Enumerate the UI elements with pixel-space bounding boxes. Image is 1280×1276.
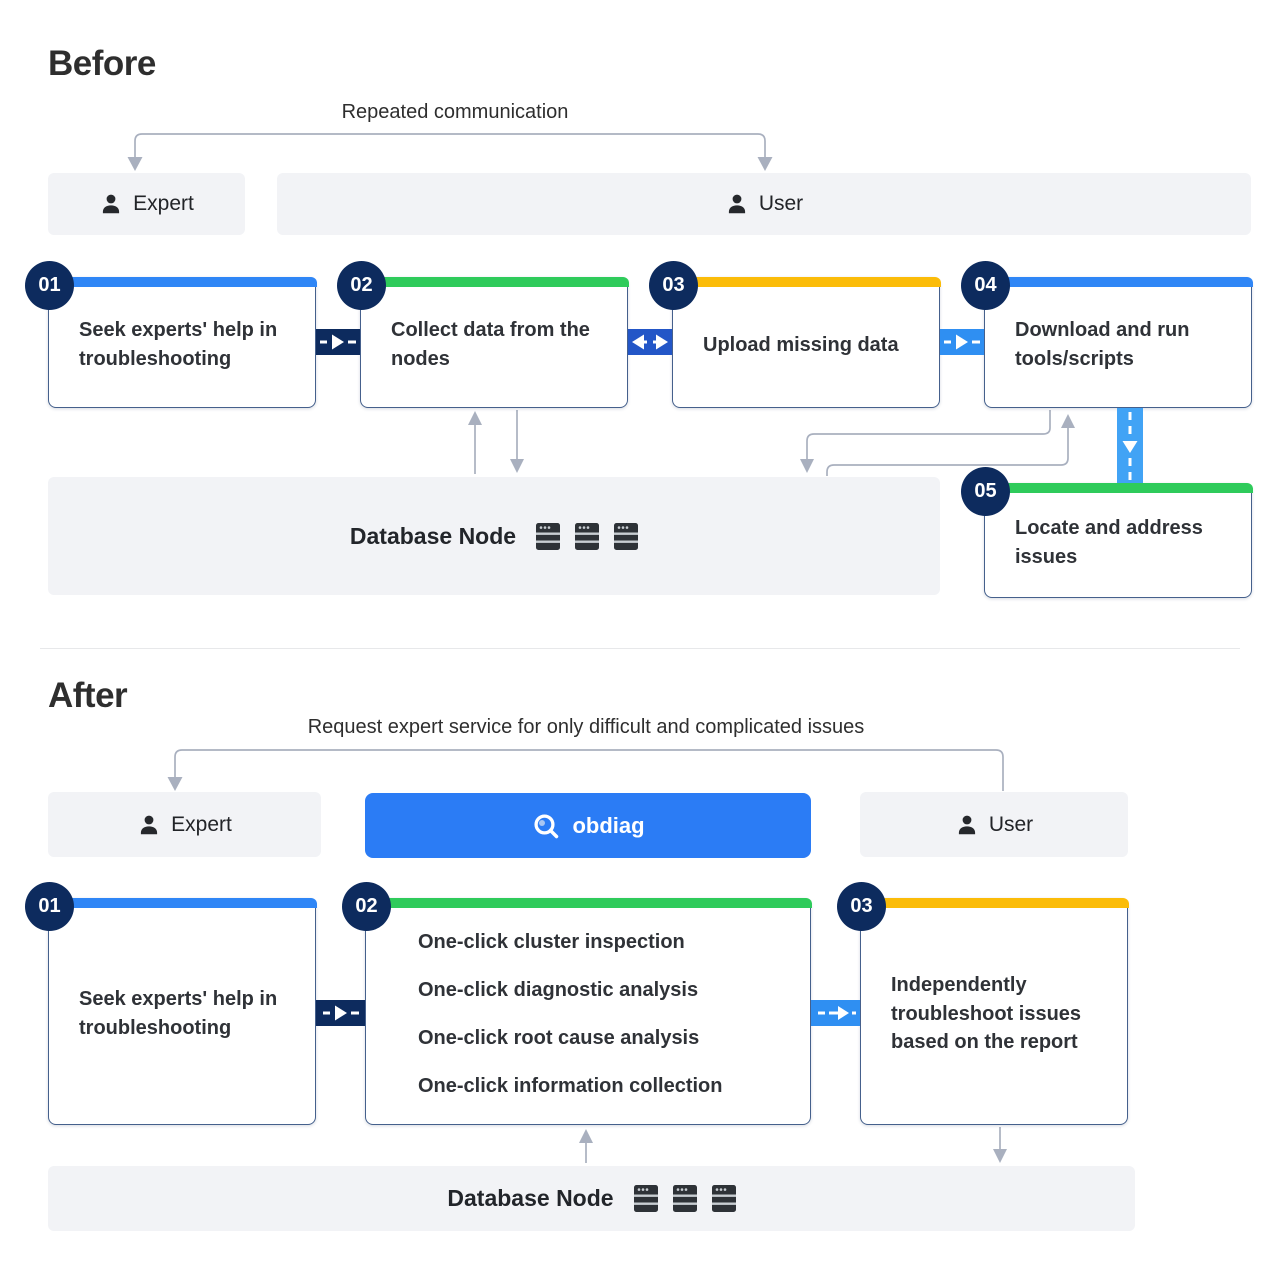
step4-to-db-line — [806, 410, 1051, 461]
server-icons — [536, 522, 639, 550]
step-label: Seek experts' help in troubleshooting — [79, 988, 278, 1039]
server-icon — [711, 1185, 736, 1212]
step-number-badge: 04 — [961, 261, 1010, 310]
before-step-box-02: Collect data from the nodes — [359, 276, 629, 408]
step-accent-bar — [671, 276, 941, 287]
after-bracket-line — [174, 749, 1004, 791]
step2-to-db-arrowhead — [510, 459, 524, 473]
db-to-step2-arrowhead — [468, 411, 482, 425]
before-bracket-arrowhead-user — [757, 157, 773, 171]
person-icon — [103, 194, 120, 214]
server-icon — [633, 1185, 658, 1212]
before-bracket-label: Repeated communication — [341, 101, 569, 123]
flow-arrow-step2-step3-bidirectional — [628, 329, 672, 355]
after-bracket-arrowhead-expert — [167, 777, 183, 791]
person-icon — [728, 194, 745, 214]
section-divider — [40, 648, 1240, 649]
after-flow-arrow-step2-step3 — [811, 1000, 860, 1026]
step-label: Download and run tools/scripts — [1015, 319, 1190, 370]
step-accent-bar — [983, 276, 1253, 287]
step-number-badge: 02 — [342, 882, 391, 931]
before-database-node-box: Database Node — [48, 477, 940, 595]
obdiag-feature-item: One-click information collection — [418, 1074, 723, 1097]
server-icon — [536, 522, 561, 550]
before-step-box-01: Seek experts' help in troubleshooting — [47, 276, 317, 408]
before-title: Before — [48, 44, 156, 83]
server-icons — [633, 1185, 736, 1212]
after-step3-to-db-arrowhead — [993, 1149, 1007, 1163]
step-label: Upload missing data — [703, 333, 899, 356]
obdiag-label: obdiag — [572, 812, 645, 838]
after-step-box-02: One-click cluster inspection One-click d… — [364, 897, 812, 1125]
step-number-badge: 03 — [837, 882, 886, 931]
flow-arrow-step1-step2 — [316, 329, 360, 355]
before-bracket-arrowhead-expert — [127, 157, 143, 171]
after-bracket-label: Request expert service for only difficul… — [307, 716, 865, 738]
database-node-label: Database Node — [349, 522, 517, 549]
server-icon — [614, 522, 639, 550]
step-number-badge: 01 — [25, 882, 74, 931]
obdiag-feature-item: One-click root cause analysis — [418, 1026, 700, 1049]
dash-right-arrow-icon — [944, 334, 980, 350]
dash-right-arrow-icon — [322, 1005, 359, 1021]
flow-arrow-step3-step4 — [940, 329, 984, 355]
step-accent-bar — [859, 897, 1129, 908]
obdiag-feature-item: One-click cluster inspection — [418, 930, 685, 953]
after-step-box-03: Independently troubleshoot issues based … — [859, 897, 1129, 1125]
step-accent-bar — [47, 897, 317, 908]
after-database-node-box: Database Node — [48, 1166, 1135, 1231]
step-label: Locate and address issues — [1015, 517, 1203, 568]
step-accent-bar — [364, 897, 812, 908]
step-label: Collect data from the nodes — [391, 319, 590, 370]
dash-right-arrow-icon — [817, 1006, 856, 1020]
after-db-to-step2-arrowhead — [579, 1129, 593, 1143]
server-icon — [672, 1185, 697, 1212]
step-number-badge: 01 — [25, 261, 74, 310]
obdiag-magnifier-icon — [534, 813, 559, 838]
before-step-box-03: Upload missing data — [671, 276, 941, 408]
obdiag-badge: obdiag — [365, 793, 811, 858]
flow-arrow-step4-step5 — [1117, 408, 1143, 483]
after-step-box-01: Seek experts' help in troubleshooting — [47, 897, 317, 1125]
before-expert-label: Expert — [133, 192, 194, 215]
dash-down-arrow-icon — [1122, 412, 1138, 481]
database-node-label: Database Node — [447, 1185, 614, 1211]
double-arrow-icon — [632, 334, 668, 350]
step-accent-bar — [983, 482, 1253, 493]
step-number-badge: 02 — [337, 261, 386, 310]
before-user-box: User — [277, 173, 1251, 235]
after-user-box: User — [860, 792, 1128, 857]
db-to-step4-line — [826, 426, 1069, 476]
person-icon — [958, 815, 975, 834]
step4-to-db-arrowhead — [800, 459, 814, 473]
server-icon — [575, 522, 600, 550]
step-accent-bar — [47, 276, 317, 287]
step-label: Independently troubleshoot issues based … — [891, 974, 1082, 1053]
step-accent-bar — [359, 276, 629, 287]
db-to-step4-arrowhead — [1061, 414, 1075, 428]
step-number-badge: 05 — [961, 467, 1010, 516]
before-bracket-line — [134, 133, 766, 160]
after-flow-arrow-step1-step2 — [316, 1000, 365, 1026]
step-label: Seek experts' help in troubleshooting — [79, 319, 278, 370]
person-icon — [141, 815, 158, 834]
before-step-box-04: Download and run tools/scripts — [983, 276, 1253, 408]
after-expert-box: Expert — [48, 792, 321, 857]
dash-right-arrow-icon — [320, 334, 356, 350]
after-title: After — [48, 676, 128, 715]
after-expert-label: Expert — [171, 812, 232, 836]
obdiag-feature-item: One-click diagnostic analysis — [418, 978, 699, 1001]
after-user-label: User — [988, 812, 1034, 836]
before-user-label: User — [758, 192, 804, 215]
before-expert-box: Expert — [48, 173, 245, 235]
before-step-box-05: Locate and address issues — [983, 482, 1253, 598]
step-number-badge: 03 — [649, 261, 698, 310]
